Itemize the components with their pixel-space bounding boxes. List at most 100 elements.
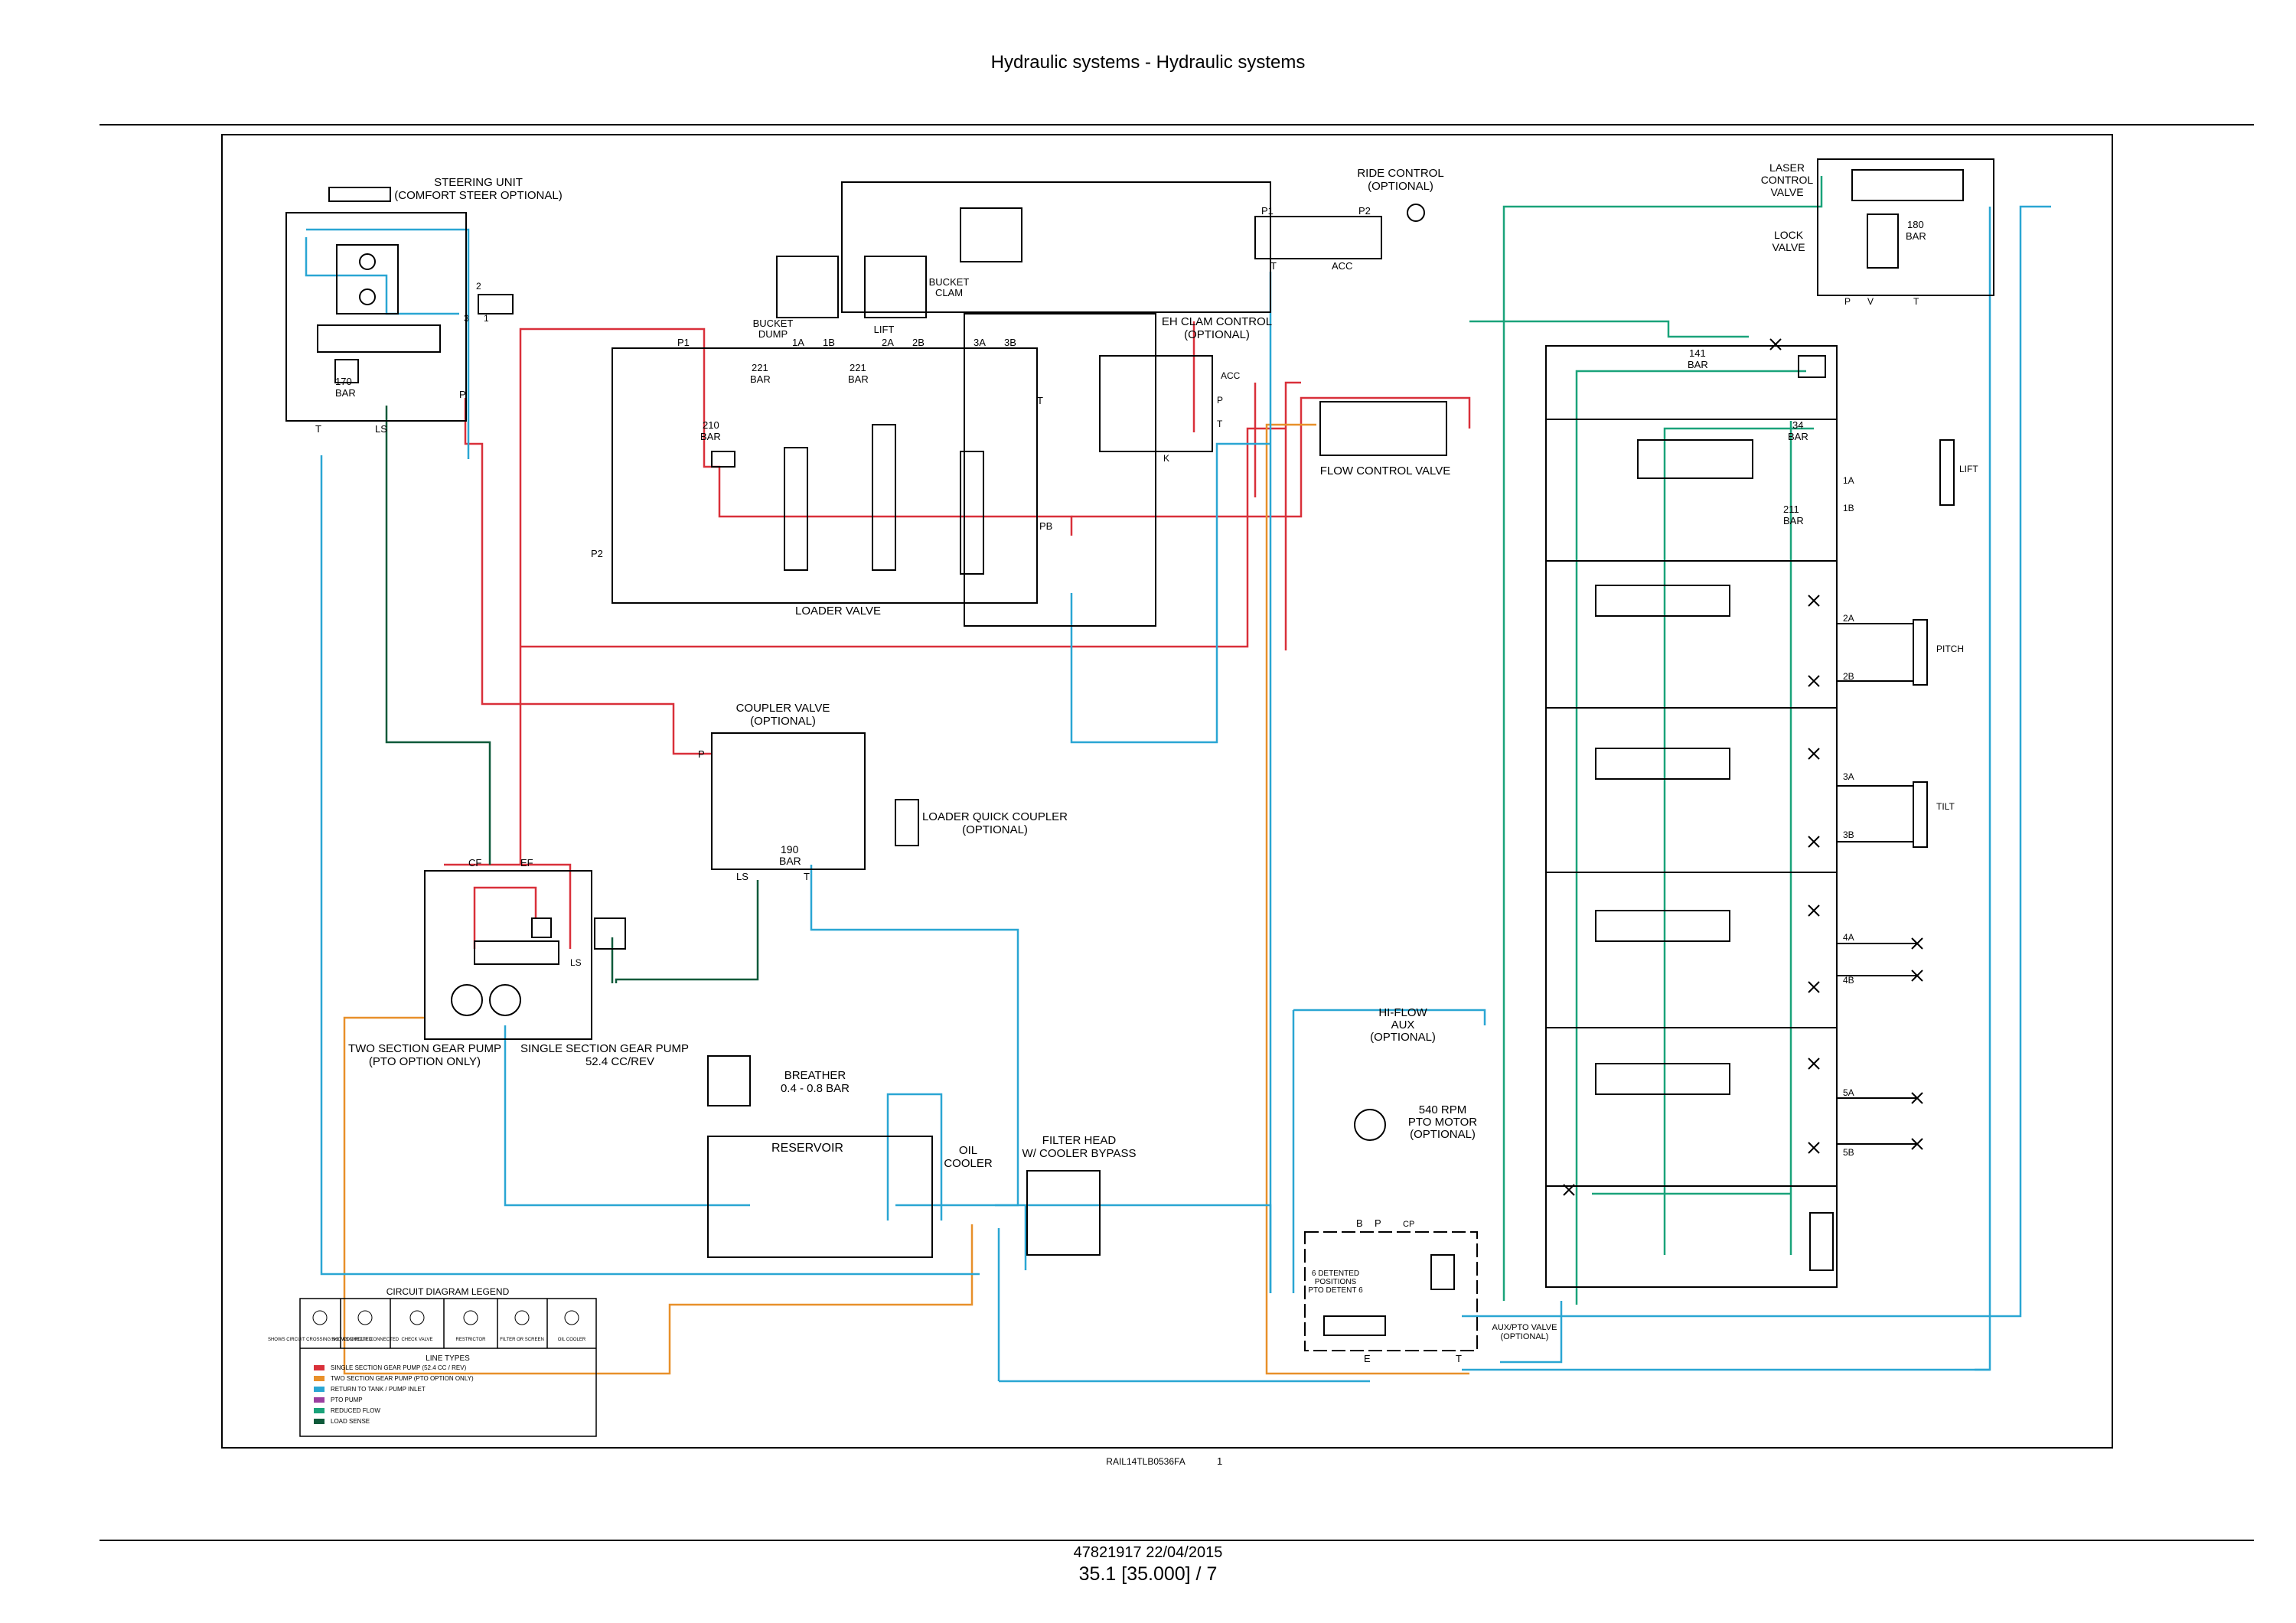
legend-symbol-caption: RESTRICTOR	[456, 1338, 487, 1342]
ride-control-title: RIDE CONTROL	[1357, 167, 1443, 180]
two-section-label: TWO SECTION GEAR PUMP	[348, 1042, 501, 1055]
loader-qc-optional: (OPTIONAL)	[962, 823, 1028, 836]
legend-line-swatch	[314, 1397, 325, 1403]
oil-cooler-label-2: COOLER	[944, 1157, 993, 1170]
bucket-clam-label: BUCKET	[929, 276, 970, 288]
laser-label-1: LASER	[1769, 161, 1805, 174]
pump-port-cf: CF	[468, 857, 481, 869]
pump-relief-block	[474, 940, 559, 965]
lock-pressure-unit: BAR	[1906, 230, 1926, 242]
pump-port-ls: LS	[570, 957, 582, 968]
ride-control-optional: (OPTIONAL)	[1368, 180, 1433, 193]
lv-port-pb: PB	[1039, 520, 1052, 532]
ride-accumulator	[1407, 204, 1425, 222]
lock-valve-body	[1867, 213, 1899, 269]
legend	[299, 1298, 597, 1437]
coupler-port-p: P	[698, 748, 705, 760]
lv-relief-1-unit: BAR	[750, 373, 771, 385]
hiflow-label-2: AUX	[1391, 1018, 1415, 1031]
breather-label: BREATHER	[784, 1069, 846, 1082]
legend-line-swatch	[314, 1419, 325, 1424]
stack-port-3b: 3B	[1843, 829, 1854, 840]
lv-port-p2: P2	[591, 548, 603, 559]
eh-clam-box	[1099, 355, 1213, 452]
stack-relief-141: 141	[1689, 347, 1706, 359]
bucket-dump-label: BUCKET	[753, 318, 794, 329]
stack-port-2b: 2B	[1843, 671, 1854, 682]
legend-line-types-title: LINE TYPES	[426, 1354, 470, 1363]
legend-line-label: PTO PUMP	[331, 1396, 363, 1403]
stack-port-5b: 5B	[1843, 1147, 1854, 1158]
legend-symbol-icon	[564, 1310, 579, 1325]
single-section-label: SINGLE SECTION GEAR PUMP	[520, 1042, 689, 1055]
breather-box	[707, 1055, 751, 1106]
lv-port-1a: 1A	[792, 337, 804, 348]
cooler-bypass-label: W/ COOLER BYPASS	[1022, 1147, 1137, 1160]
legend-line-swatch	[314, 1365, 325, 1370]
aux-pto-optional: (OPTIONAL)	[1501, 1332, 1549, 1341]
stack-port-4a: 4A	[1843, 932, 1854, 943]
coupler-optional: (OPTIONAL)	[750, 715, 816, 728]
legend-line-label: LOAD SENSE	[331, 1418, 370, 1425]
legend-symbol-icon	[357, 1310, 373, 1325]
stack-relief-211: 211	[1783, 504, 1799, 515]
pump-ls-valve	[594, 917, 626, 950]
footer-rule	[99, 1540, 2254, 1541]
aux-port-b: B	[1356, 1217, 1363, 1229]
loader-valve-title: LOADER VALVE	[795, 605, 881, 618]
aux-port-p: P	[1375, 1217, 1381, 1229]
aux-pto-spool	[1323, 1315, 1386, 1336]
pitch-label: PITCH	[1936, 644, 1964, 654]
lv-port-2b: 2B	[912, 337, 925, 348]
eh-port-t: T	[1217, 419, 1223, 429]
steering-pressure-unit: BAR	[335, 387, 356, 399]
figure-number: 1	[1217, 1455, 1222, 1467]
stack-relief-211-unit: BAR	[1783, 515, 1804, 526]
red-lines	[444, 321, 1471, 949]
legend-symbol-caption: OIL COOLER	[558, 1338, 586, 1342]
legend-line-swatch	[314, 1408, 325, 1413]
document-id: 47821917 22/04/2015	[1073, 1544, 1223, 1561]
stack-port-4b: 4B	[1843, 975, 1854, 986]
pump-box	[424, 870, 592, 1040]
filter-head-label: FILTER HEAD	[1042, 1134, 1117, 1147]
lv-port-3a: 3A	[974, 337, 986, 348]
hiflow-optional: (OPTIONAL)	[1370, 1031, 1436, 1044]
ride-port-p2: P2	[1358, 205, 1371, 217]
steering-title: STEERING UNIT	[434, 176, 523, 189]
bucket-clam-label-2: CLAM	[935, 287, 963, 298]
legend-title: CIRCUIT DIAGRAM LEGEND	[386, 1286, 510, 1297]
hiflow-label-1: HI-FLOW	[1378, 1006, 1427, 1019]
steering-unit	[285, 187, 514, 422]
eh-port-p: P	[1217, 395, 1223, 406]
lv-port-2a: 2A	[882, 337, 894, 348]
aux-port-t: T	[1456, 1353, 1462, 1364]
quick-coupler-cyl	[895, 799, 919, 846]
coupler-title: COUPLER VALVE	[736, 702, 830, 715]
steering-port-t: T	[315, 423, 321, 435]
reservoir-label: RESERVOIR	[771, 1142, 843, 1155]
lift-label: LIFT	[874, 324, 895, 335]
steering-port-1: 1	[484, 313, 489, 324]
eh-clam-title: EH CLAM CONTROL	[1162, 315, 1272, 328]
lock-label-1: LOCK	[1774, 229, 1804, 241]
two-section-sub: (PTO OPTION ONLY)	[369, 1055, 481, 1068]
pto-rpm: 540 RPM	[1419, 1103, 1467, 1116]
stack-relief-141-unit: BAR	[1688, 359, 1708, 370]
detent-2: POSITIONS	[1315, 1278, 1357, 1286]
legend-line-swatch	[314, 1387, 325, 1392]
eh-clam-optional: (OPTIONAL)	[1184, 328, 1250, 341]
flow-control-box	[1319, 401, 1447, 456]
lv-relief-3-unit: BAR	[700, 431, 721, 442]
coupler-pressure: 190	[781, 843, 799, 855]
legend-symbol-icon	[312, 1310, 328, 1325]
aux-port-cp: CP	[1403, 1220, 1414, 1229]
single-section-pump	[489, 984, 521, 1016]
orange-lines	[343, 423, 1469, 1375]
legend-symbol-icon	[463, 1310, 478, 1325]
legend-line-label: REDUCED FLOW	[331, 1407, 380, 1414]
aux-pto-label: AUX/PTO VALVE	[1492, 1323, 1557, 1332]
coupler-port-t: T	[804, 871, 810, 882]
reservoir-box	[707, 1136, 933, 1258]
lv-relief-1: 221	[752, 362, 768, 373]
